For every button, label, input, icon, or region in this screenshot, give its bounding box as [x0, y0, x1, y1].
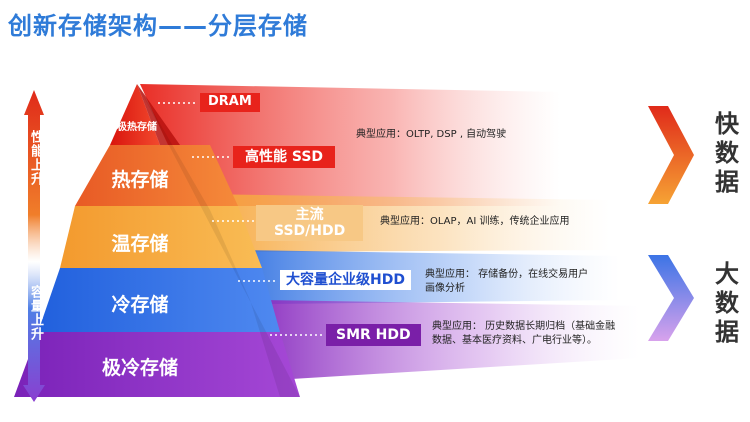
- band-hot: [140, 84, 560, 206]
- char: 快: [715, 110, 739, 138]
- badge-high-perf-ssd: 高性能 SSD: [233, 146, 336, 169]
- app-line: 典型应用： 存储备份，在线交易用户: [425, 269, 589, 280]
- big-data-label: 大 数 据: [712, 260, 742, 346]
- tier-4-label: 冷存储: [111, 294, 169, 316]
- tier-4-shape: [38, 268, 280, 332]
- page-title: 创新存储架构——分层存储: [8, 12, 308, 40]
- badge-smr-hdd: SMR HDD: [326, 324, 421, 347]
- char: 据: [715, 317, 739, 346]
- badge-dram: DRAM: [200, 93, 260, 112]
- app-text-1: 典型应用：OLTP, DSP , 自动驾驶: [356, 129, 507, 140]
- tier-5-shape: [14, 332, 300, 397]
- axis-down-label: 容量上升: [28, 285, 43, 341]
- big-chevron: [648, 255, 694, 341]
- app-text-5: 典型应用： 历史数据长期归档（基础金融 数据、基本医疗资料、广电行业等）。: [432, 320, 615, 347]
- fast-chevron: [648, 106, 694, 204]
- tier-2-label: 热存储: [111, 169, 169, 191]
- tier-1-label: 极热存储: [117, 122, 157, 133]
- axis-arrow: [23, 90, 45, 402]
- tier-5-label: 极冷存储: [101, 357, 179, 379]
- badge-line-2: SSD/HDD: [274, 223, 346, 240]
- tier-2-shape: [75, 145, 238, 206]
- tier-1-shape: [110, 84, 160, 145]
- badge-enterprise-hdd: 大容量企业级HDD: [280, 270, 411, 291]
- app-line: 数据、基本医疗资料、广电行业等）。: [432, 334, 597, 346]
- badge-mainstream-ssd-hdd: 主流 SSD/HDD: [256, 205, 364, 242]
- band-cold: [236, 250, 620, 304]
- tier-3-shape: [60, 206, 262, 268]
- char: 数: [715, 138, 739, 167]
- axis-up-label: 性能上升: [28, 130, 43, 186]
- app-line: 典型应用： 历史数据长期归档（基础金融: [432, 321, 616, 332]
- band-frozen: [262, 300, 640, 380]
- app-text-4: 典型应用： 存储备份，在线交易用户 画像分析: [425, 268, 588, 295]
- app-line: 画像分析: [425, 282, 465, 294]
- tier-3-label: 温存储: [111, 233, 169, 255]
- char: 数: [715, 288, 739, 317]
- tier-1-side: [137, 84, 180, 145]
- app-text-3: 典型应用：OLAP，AI 训练，传统企业应用: [380, 216, 570, 227]
- char: 据: [715, 167, 739, 196]
- badge-line-1: 主流: [295, 207, 324, 223]
- char: 大: [715, 260, 739, 288]
- pyramid-side-shade: [137, 84, 300, 397]
- fast-data-label: 快 数 据: [712, 110, 742, 196]
